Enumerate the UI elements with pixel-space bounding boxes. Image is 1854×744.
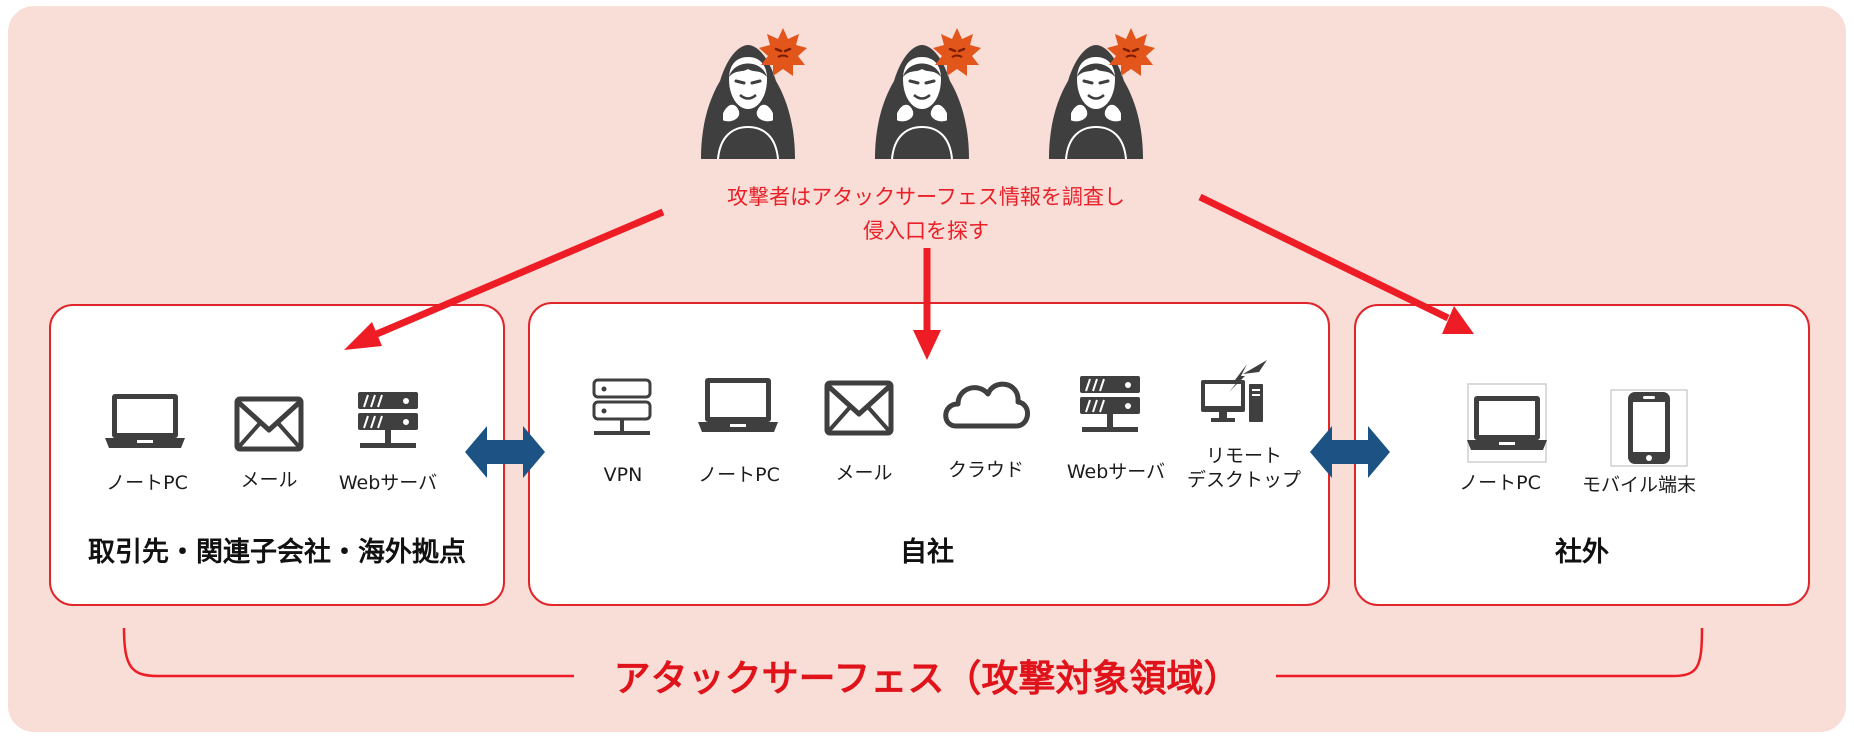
attack-arrow-left	[344, 212, 663, 350]
attack-arrow-right	[1200, 197, 1474, 334]
laptop-icon	[105, 394, 185, 448]
attacker-caption: 攻撃者はアタックサーフェス情報を調査し 侵入口を探す	[686, 180, 1166, 248]
remote-desktop-label-line2: デスクトップ	[1187, 468, 1301, 492]
company-cloud-label: クラウド	[948, 458, 1024, 482]
laptop-icon	[698, 378, 778, 432]
web-server-icon	[1080, 376, 1140, 432]
connection-arrow-left	[465, 426, 545, 478]
company-webserver-label: Webサーバ	[1067, 460, 1165, 484]
connection-arrow-right	[1310, 426, 1390, 478]
mail-icon	[237, 399, 301, 449]
partners-title: 取引先・関連子会社・海外拠点	[88, 530, 466, 569]
mail-icon	[827, 383, 891, 433]
external-laptop-label: ノートPC	[1459, 471, 1541, 495]
company-mail-label: メール	[835, 461, 892, 485]
company-title: 自社	[900, 530, 954, 569]
attacker-caption-line1: 攻撃者はアタックサーフェス情報を調査し	[686, 180, 1166, 214]
cloud-icon	[946, 384, 1028, 426]
laptop-icon	[1467, 396, 1547, 450]
web-server-icon	[358, 392, 418, 448]
partners-webserver-label: Webサーバ	[339, 471, 437, 495]
attack-surface-bracket-right	[1276, 628, 1702, 676]
attack-surface-bracket-left	[124, 628, 574, 676]
attacker-caption-line2: 侵入口を探す	[686, 214, 1166, 248]
company-laptop-label: ノートPC	[698, 463, 780, 487]
remote-desktop-icon	[1201, 360, 1267, 422]
vpn-server-icon	[594, 380, 650, 435]
attack-arrow-center	[913, 248, 941, 360]
company-vpn-label: VPN	[604, 463, 643, 487]
attack-surface-title: アタックサーフェス（攻撃対象領域）	[614, 648, 1241, 702]
external-mobile-label: モバイル端末	[1582, 473, 1696, 497]
partners-mail-label: メール	[240, 468, 297, 492]
mobile-icon	[1628, 392, 1670, 464]
partners-laptop-label: ノートPC	[106, 471, 188, 495]
external-title: 社外	[1555, 530, 1609, 569]
company-remote-desktop-label: リモート デスクトップ	[1187, 444, 1301, 492]
remote-desktop-label-line1: リモート	[1187, 444, 1301, 468]
